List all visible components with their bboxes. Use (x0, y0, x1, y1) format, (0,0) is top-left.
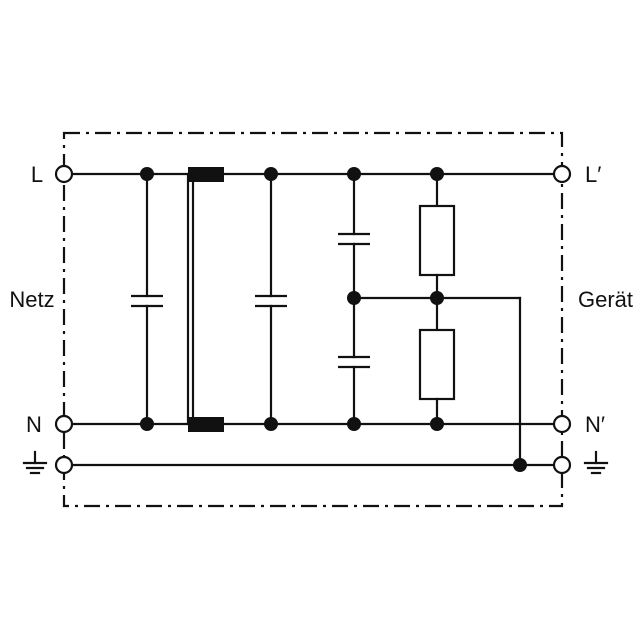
terminal-line-out (552, 164, 572, 184)
filter-enclosure (62, 131, 564, 508)
ground-icon (22, 450, 48, 475)
terminal-neutral-in (54, 414, 74, 434)
label-neutral-out: N′ (585, 412, 605, 437)
discharge-resistor-pair (418, 172, 456, 426)
terminal-neutral-out (552, 414, 572, 434)
terminal-line-in (54, 164, 74, 184)
y-capacitor-pair (338, 172, 370, 426)
label-mains: Netz (9, 287, 54, 312)
label-line-in: L (31, 162, 43, 187)
terminal-earth-in (54, 455, 74, 475)
x-capacitor-1 (131, 172, 163, 426)
resistor-lower (418, 328, 456, 401)
x-capacitor-2 (255, 172, 287, 426)
resistor-upper (418, 204, 456, 277)
junction-dots (140, 167, 527, 472)
terminal-earth-out (552, 455, 572, 475)
label-device: Gerät (578, 287, 633, 312)
label-neutral-in: N (26, 412, 42, 437)
label-line-out: L′ (585, 162, 601, 187)
ground-icon (583, 450, 609, 475)
common-mode-choke (186, 167, 224, 432)
